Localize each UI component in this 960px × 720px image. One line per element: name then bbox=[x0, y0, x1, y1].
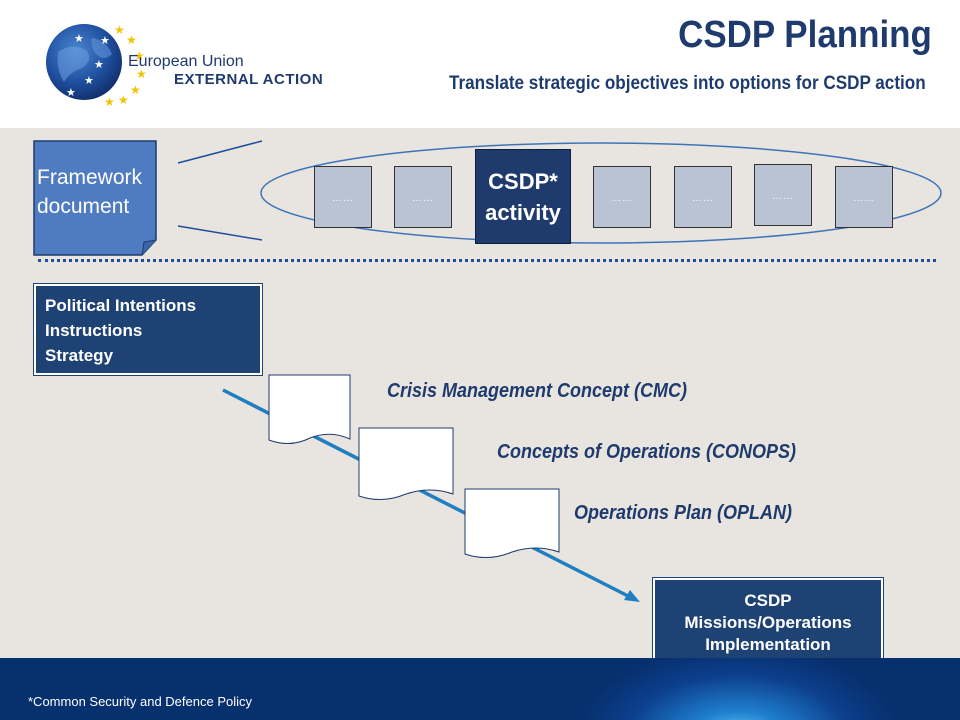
implementation-line2: Missions/Operations bbox=[684, 613, 852, 632]
activity-box-1-text: …… bbox=[332, 193, 354, 204]
section-divider bbox=[38, 259, 936, 262]
eu-external-action-logo: ★ ★ ★ ★ ★ ★ ★ ★ ★ ★ ★ ★ European Union E… bbox=[44, 22, 344, 109]
activity-box-3-text: …… bbox=[611, 193, 633, 204]
political-line2: Instructions bbox=[45, 321, 143, 340]
framework-label-line1: Framework bbox=[37, 166, 143, 189]
process-arrow-head bbox=[624, 590, 640, 602]
activity-box-1: …… bbox=[314, 166, 372, 228]
logo-text-external-action: EXTERNAL ACTION bbox=[174, 71, 324, 88]
svg-text:★: ★ bbox=[130, 83, 141, 97]
header-bar: ★ ★ ★ ★ ★ ★ ★ ★ ★ ★ ★ ★ European Union E… bbox=[0, 0, 960, 128]
activity-box-4-text: …… bbox=[692, 193, 714, 204]
implementation-line1: CSDP bbox=[744, 591, 792, 610]
svg-text:★: ★ bbox=[134, 49, 145, 63]
implementation-box: CSDP Missions/Operations Implementation bbox=[653, 578, 883, 664]
activity-box-6-text: …… bbox=[853, 193, 875, 204]
framework-document-fold bbox=[141, 239, 157, 256]
svg-text:★: ★ bbox=[84, 74, 94, 87]
activity-box-2-text: …… bbox=[412, 193, 434, 204]
svg-text:★: ★ bbox=[118, 93, 129, 106]
activity-box-5-text: …… bbox=[772, 191, 794, 202]
implementation-line3: Implementation bbox=[705, 635, 831, 654]
political-intentions-box: Political Intentions Instructions Strate… bbox=[34, 284, 262, 375]
csdp-activity-line2: activity bbox=[485, 199, 561, 225]
svg-text:★: ★ bbox=[100, 34, 110, 47]
conops-label: Concepts of Operations (CONOPS) bbox=[497, 441, 797, 463]
activity-box-3: …… bbox=[593, 166, 651, 228]
eu-globe-stars-icon: ★ ★ ★ ★ ★ ★ ★ ★ ★ ★ ★ ★ bbox=[46, 23, 147, 109]
footer-note: *Common Security and Defence Policy bbox=[28, 694, 252, 709]
svg-text:★: ★ bbox=[94, 58, 104, 71]
framework-label-line2: document bbox=[37, 195, 130, 218]
framework-document-label: Framework document bbox=[34, 163, 161, 221]
cmc-document-shape bbox=[268, 374, 351, 444]
svg-text:★: ★ bbox=[136, 67, 147, 81]
footer-bar: *Common Security and Defence Policy bbox=[0, 658, 960, 720]
oplan-document-shape bbox=[464, 488, 560, 558]
zoom-line-top bbox=[177, 140, 263, 164]
page-subtitle: Translate strategic objectives into opti… bbox=[449, 73, 926, 94]
activity-box-6: …… bbox=[835, 166, 893, 228]
svg-text:★: ★ bbox=[66, 86, 76, 99]
activity-box-5: …… bbox=[754, 164, 812, 226]
conops-document-shape bbox=[358, 427, 454, 500]
svg-text:★: ★ bbox=[126, 33, 137, 47]
csdp-activity-line1: CSDP* bbox=[488, 168, 558, 194]
svg-text:★: ★ bbox=[74, 32, 84, 45]
political-line3: Strategy bbox=[45, 346, 114, 365]
logo-text-eu: European Union bbox=[128, 53, 244, 70]
svg-text:★: ★ bbox=[114, 23, 125, 37]
svg-text:★: ★ bbox=[104, 95, 115, 106]
cmc-label: Crisis Management Concept (CMC) bbox=[387, 380, 688, 402]
page-title: CSDP Planning bbox=[678, 14, 932, 56]
csdp-activity-box: CSDP* activity bbox=[475, 149, 571, 244]
activity-box-4: …… bbox=[674, 166, 732, 228]
activities-ellipse bbox=[260, 142, 942, 244]
oplan-label: Operations Plan (OPLAN) bbox=[574, 502, 793, 524]
activity-box-2: …… bbox=[394, 166, 452, 228]
political-line1: Political Intentions bbox=[45, 296, 197, 315]
zoom-line-bottom bbox=[177, 225, 263, 241]
